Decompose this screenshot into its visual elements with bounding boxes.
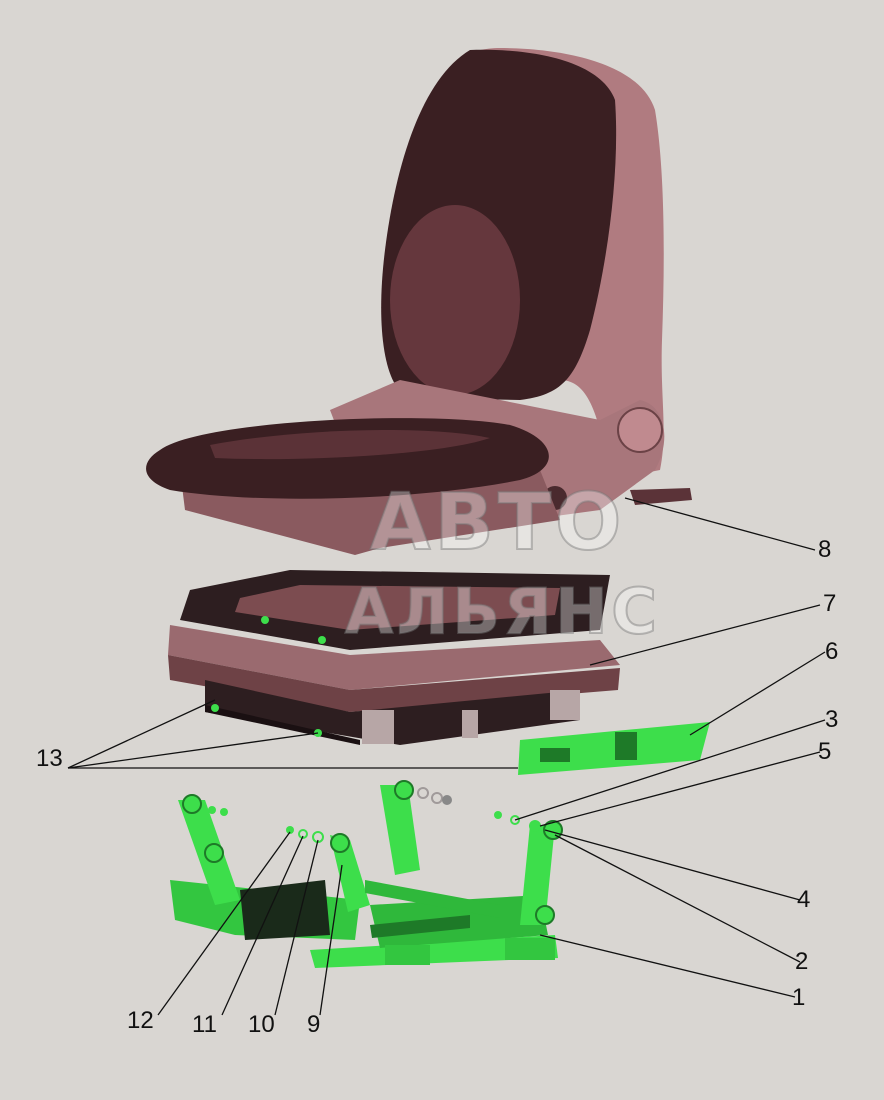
- washer-5: [510, 815, 520, 825]
- leader-13a: [67, 699, 216, 769]
- nut-left-1: [208, 806, 216, 814]
- leader-4: [544, 829, 801, 901]
- leader-7: [589, 604, 821, 666]
- leader-lines: [67, 497, 826, 1016]
- mount-tab-2: [462, 710, 478, 738]
- callout-10: 10: [248, 1011, 275, 1038]
- pivot-2: [204, 843, 224, 863]
- callout-3: 3: [825, 706, 839, 733]
- leader-1: [539, 934, 796, 998]
- fastener-13d: [261, 616, 269, 624]
- base-rail-front: [310, 935, 558, 968]
- nut-3: [494, 811, 502, 819]
- washer-4: [529, 820, 541, 832]
- cover-plate-slot: [540, 748, 570, 762]
- lumbar-pad: [390, 205, 520, 395]
- scissor-arm-right-2: [520, 825, 555, 925]
- leader-13b: [67, 732, 319, 769]
- fastener-13c: [318, 636, 326, 644]
- washer-top-2: [431, 792, 443, 804]
- scissor-arm-right-1: [380, 785, 420, 875]
- runner-left: [385, 945, 430, 965]
- damper-block: [240, 880, 330, 940]
- callout-2: 2: [795, 948, 809, 975]
- scissor-cross-bar: [365, 880, 500, 918]
- bellows-cover: [168, 570, 620, 745]
- pivot-4: [330, 833, 350, 853]
- callout-9: 9: [307, 1011, 321, 1038]
- cover-plate: [518, 722, 710, 775]
- pivot-3: [394, 780, 414, 800]
- scissor-arm-left-2: [330, 835, 370, 912]
- callout-7: 7: [823, 590, 837, 617]
- pivot-6: [535, 905, 555, 925]
- washer-top-1: [417, 787, 429, 799]
- watermark-line-2: АЛЬЯНС: [344, 574, 661, 649]
- callout-13: 13: [36, 745, 63, 772]
- mount-tab-3: [550, 690, 580, 720]
- callout-12: 12: [127, 1007, 154, 1034]
- nut-12: [286, 826, 294, 834]
- washer-11: [298, 829, 308, 839]
- nut-top: [442, 795, 452, 805]
- callout-8: 8: [818, 536, 832, 563]
- leader-8: [624, 497, 816, 551]
- seat-cushion-highlight: [210, 429, 490, 460]
- seat-assembly: [146, 48, 692, 555]
- leader-10: [274, 839, 319, 1016]
- leader-2: [554, 834, 801, 963]
- damper-rod: [370, 915, 470, 938]
- leader-6: [689, 651, 826, 736]
- watermark-line-1: АВТО: [369, 477, 626, 569]
- callout-4: 4: [797, 886, 811, 913]
- leader-5: [539, 751, 821, 827]
- bellows-fold-1: [168, 625, 620, 690]
- bellows-top-inner: [235, 585, 560, 630]
- leader-3: [514, 719, 826, 821]
- callout-11: 11: [192, 1011, 217, 1038]
- callout-6: 6: [825, 638, 839, 665]
- nut-left-2: [220, 808, 228, 816]
- pivot-5: [543, 820, 563, 840]
- pivot-1: [182, 794, 202, 814]
- hinge-pivot: [617, 407, 663, 453]
- fastener-13a: [211, 704, 219, 712]
- mount-tab-1: [362, 710, 394, 744]
- runner-right: [505, 938, 555, 960]
- leader-11: [221, 835, 304, 1016]
- leader-12: [157, 831, 291, 1016]
- callout-5: 5: [818, 738, 832, 765]
- recline-lever: [630, 488, 692, 505]
- leader-9: [319, 864, 343, 1016]
- suspension-frame: [170, 780, 563, 968]
- cover-plate-window: [615, 732, 637, 760]
- callout-1: 1: [792, 984, 806, 1011]
